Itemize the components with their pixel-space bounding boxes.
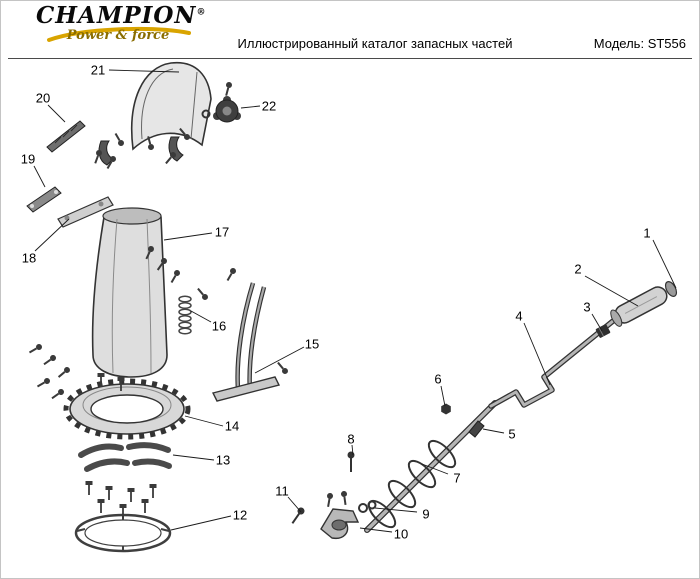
part-bolt-11 [291,507,305,524]
fastener-icon [49,386,67,402]
leader-line-2 [584,275,639,307]
fasteners [26,80,350,519]
fastener-icon [148,483,158,499]
leader-line-19 [33,165,46,188]
part-crank-rod [488,318,616,409]
part-spring [178,295,192,335]
leader-line-18 [34,218,70,252]
part-chute [91,207,168,378]
callout-10: 10 [394,527,408,542]
leader-line-8 [351,444,354,456]
fastener-icon [140,498,150,514]
fastener-icon [167,267,183,286]
fastener-icon [34,375,53,391]
fastener-icon [274,359,291,377]
logo-swoosh-icon [47,27,191,43]
callout-15: 15 [305,337,319,352]
part-washers [358,500,377,513]
callout-13: 13 [216,453,230,468]
leader-line-15 [254,346,305,374]
leader-line-10 [359,527,393,533]
callout-16: 16 [212,319,226,334]
model-label: Модель: [593,36,645,51]
leader-line-9 [374,507,418,513]
leader-line-4 [523,322,551,386]
part-clamp-segments [78,442,172,472]
part-nut [441,403,451,415]
callout-5: 5 [508,427,515,442]
leader-line-14 [184,415,224,427]
part-deflector-knob [201,96,241,123]
fastener-icon [26,341,45,357]
part-chute-rod-frame [211,282,281,402]
leader-line-22 [240,105,261,109]
fastener-icon [339,489,350,507]
leader-line-11 [287,496,302,513]
callout-11: 11 [275,484,289,499]
fastener-icon [324,491,335,509]
part-handle-grip [610,286,668,327]
model-value: ST556 [647,36,686,51]
leader-line-16 [190,310,212,323]
fastener-icon [223,265,239,284]
fastener-icon [111,130,127,149]
callout-2: 2 [574,262,581,277]
callout-22: 22 [262,99,276,114]
leader-line-6 [440,385,446,407]
logo-title: CHAMPION® [36,2,205,29]
fastener-icon [126,487,136,503]
callout-8: 8 [347,432,354,447]
callout-3: 3 [583,300,590,315]
part-base-ring [74,513,172,553]
part-bearing-bracket [320,508,360,540]
callout-19: 19 [21,152,35,167]
fastener-icon [222,80,234,98]
leader-line-5 [482,428,505,434]
leader-line-7 [421,463,449,475]
callout-4: 4 [515,309,522,324]
callout-12: 12 [233,508,247,523]
callout-18: 18 [22,251,36,266]
part-gear-ring [63,378,191,440]
leader-line-13 [172,454,215,461]
callout-9: 9 [422,507,429,522]
registered-mark: ® [196,7,207,18]
page-title: Иллюстрированный каталог запасных частей [237,36,513,51]
part-mount-plate-small [26,186,62,213]
model-info: Модель: ST556 [594,36,686,51]
leader-line-20 [47,104,66,123]
fastener-icon [55,364,73,381]
callout-21: 21 [91,63,105,78]
part-mount-plate-long [57,196,114,228]
callout-14: 14 [225,419,239,434]
callout-17: 17 [215,225,229,240]
part-clip [468,420,485,438]
callout-6: 6 [434,372,441,387]
champion-logo: CHAMPION® Power & force [36,2,205,44]
logo-subtitle: Power & force [66,28,170,44]
part-tension-strip [46,120,86,153]
callout-1: 1 [643,226,650,241]
part-bushing [595,324,611,338]
leader-line-3 [591,313,603,332]
leader-line-21 [108,69,180,73]
page-header: CHAMPION® Power & force Иллюстрированный… [8,1,692,59]
part-bolt-8 [347,451,355,472]
leader-line-17 [163,232,213,241]
fastener-icon [104,485,114,501]
fastener-icon [96,498,106,514]
callout-20: 20 [36,91,50,106]
fastener-icon [194,285,211,303]
leader-line-12 [170,515,232,531]
fastener-icon [41,352,59,368]
leader-line-1 [652,239,677,289]
logo-text: CHAMPION [36,2,197,29]
part-chute-deflector [131,61,212,151]
callout-7: 7 [453,471,460,486]
fastener-icon [84,480,94,496]
